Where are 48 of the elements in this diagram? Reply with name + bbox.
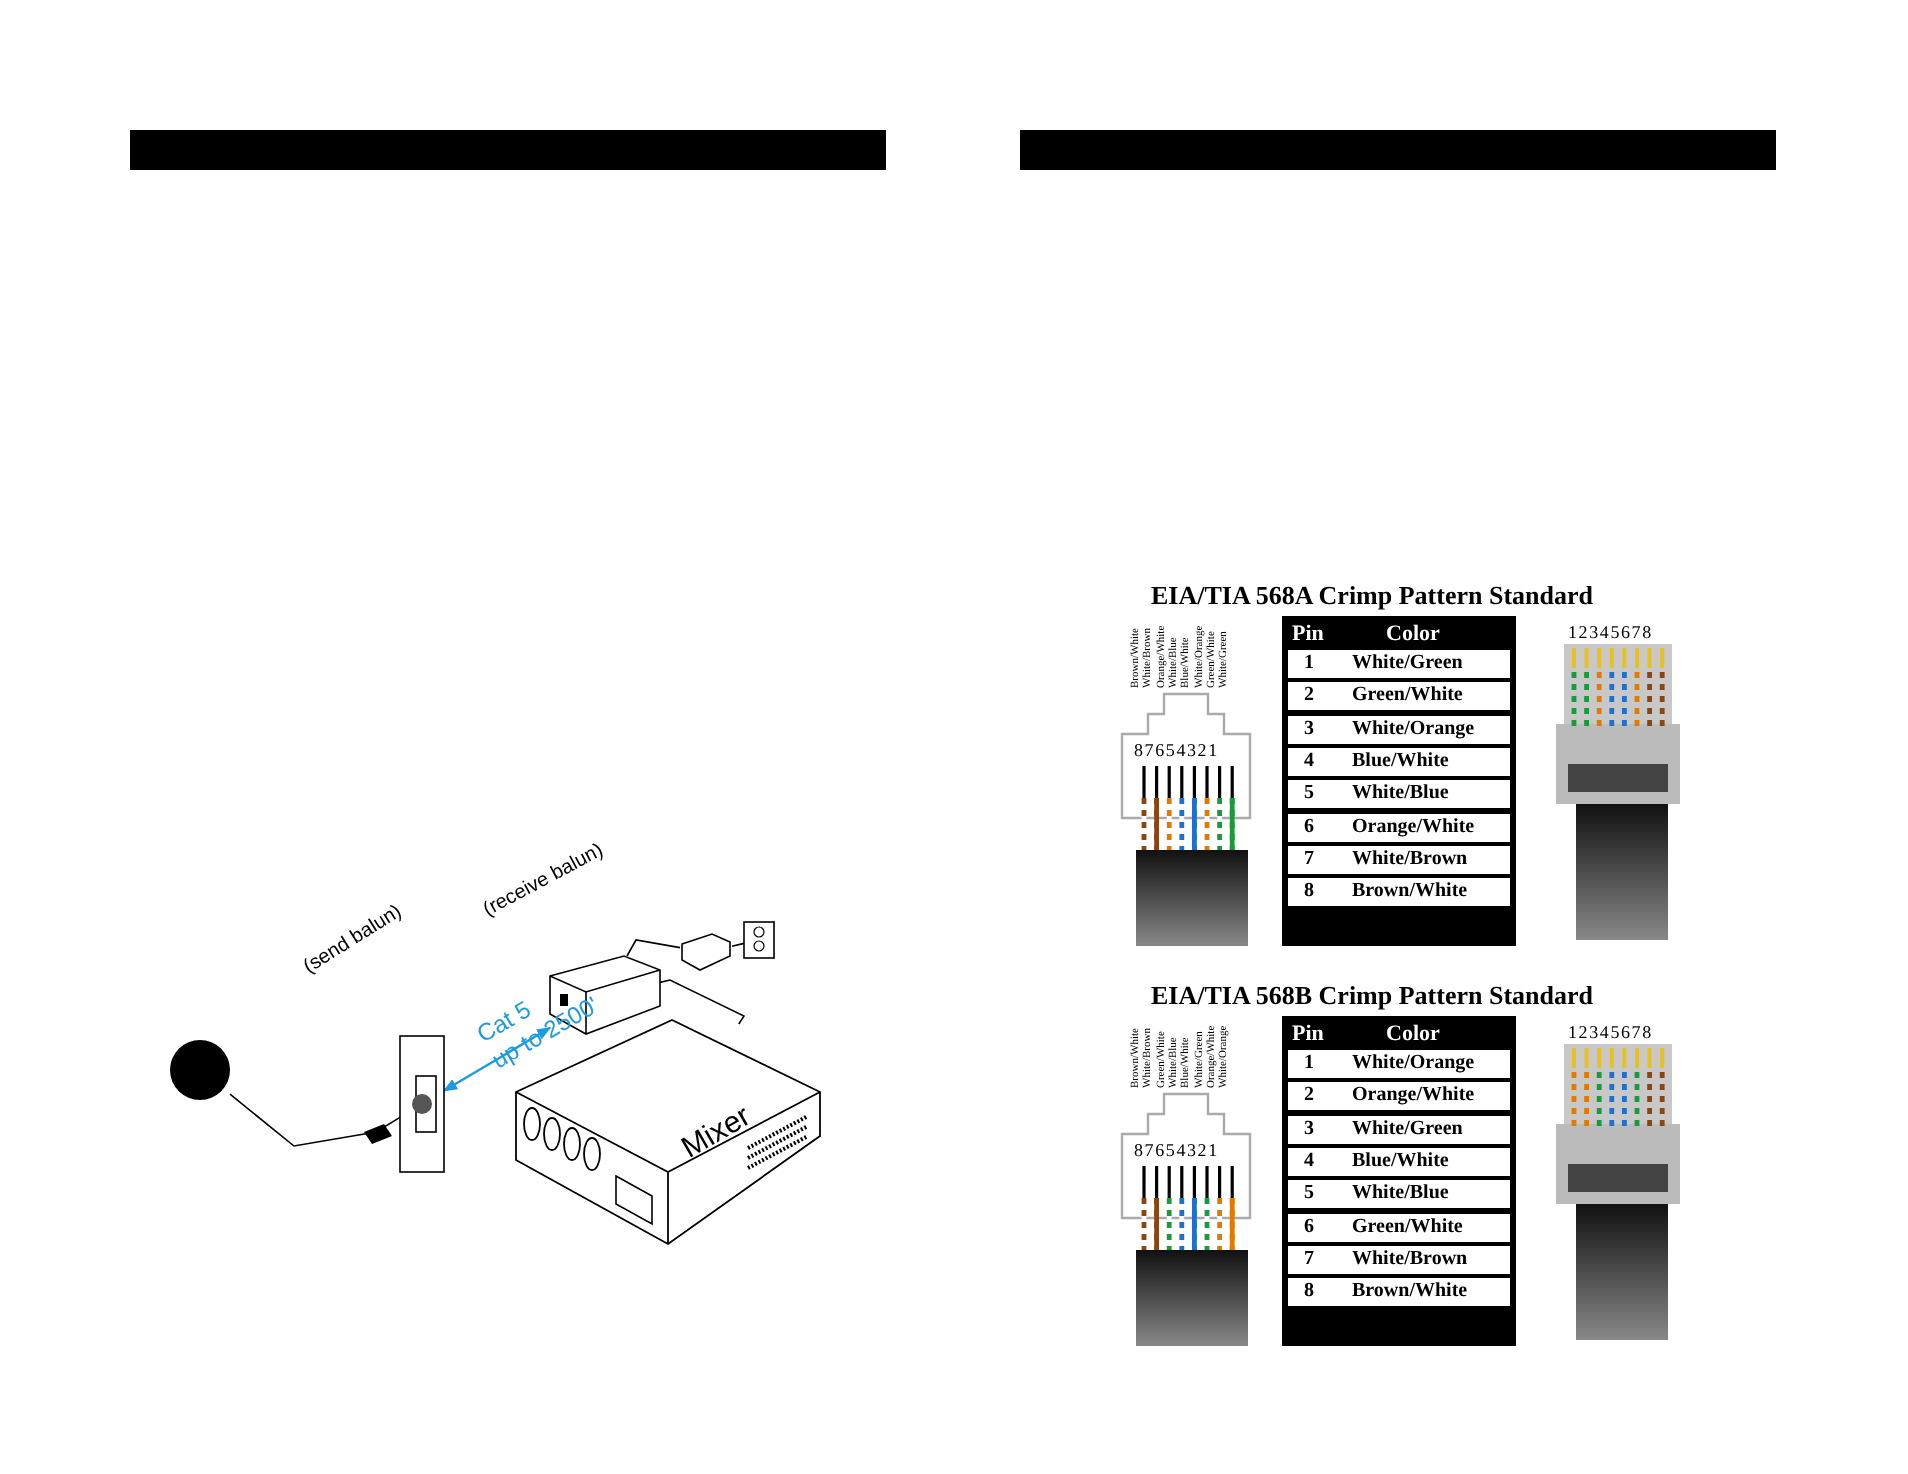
column-header: Pin (1292, 622, 1324, 646)
table-cell: White/Brown (1352, 1247, 1468, 1272)
table-cell: Blue/White (1352, 1149, 1449, 1174)
table-cell: Orange/White (1352, 815, 1475, 839)
table-cell: 3 (1304, 1117, 1314, 1142)
table-cell: Brown/White (1352, 880, 1468, 905)
double-arrow (442, 1026, 552, 1092)
table-cell: White/Blue (1352, 1182, 1449, 1207)
pin-numbers: 12345678 (1568, 622, 1653, 642)
table-cell: 7 (1304, 1247, 1314, 1272)
table-cell: Green/White (1352, 684, 1463, 709)
table-cell: White/Green (1352, 1117, 1463, 1142)
table-cell: White/Brown (1352, 847, 1468, 872)
table-cell: 6 (1304, 1215, 1314, 1239)
table-cell: 5 (1304, 782, 1314, 807)
table-cell: 2 (1304, 684, 1314, 709)
table-cell: 6 (1304, 815, 1314, 839)
cable-line (659, 979, 746, 1025)
table-cell: White/Green (1352, 652, 1463, 676)
table-cell: 3 (1304, 717, 1314, 742)
pin-numbers: 12345678 (1568, 1022, 1653, 1042)
column-header: Color (1386, 622, 1440, 646)
table-cell: 1 (1304, 1052, 1314, 1076)
table-cell: 4 (1304, 749, 1314, 774)
table-cell: 2 (1304, 1084, 1314, 1109)
cable-line (731, 942, 745, 947)
table-cell: 8 (1304, 1280, 1314, 1305)
table-title: EIA/TIA 568A Crimp Pattern Standard (1148, 580, 1596, 612)
pin-numbers: 87654321 (1134, 1140, 1219, 1160)
table-cell: White/Orange (1352, 717, 1475, 742)
device-label: Mixer (676, 1099, 757, 1166)
table-title: EIA/TIA 568B Crimp Pattern Standard (1148, 980, 1596, 1012)
table-cell: 5 (1304, 1182, 1314, 1207)
table-cell: 4 (1304, 1149, 1314, 1174)
column-header: Pin (1292, 1022, 1324, 1046)
table-cell: 8 (1304, 880, 1314, 905)
table-cell: 1 (1304, 652, 1314, 676)
table-cell: Green/White (1352, 1215, 1463, 1239)
column-header: Color (1386, 1022, 1440, 1046)
pin-numbers: 87654321 (1134, 740, 1219, 760)
table-cell: 7 (1304, 847, 1314, 872)
table-cell: Blue/White (1352, 749, 1449, 774)
table-cell: Orange/White (1352, 1084, 1475, 1109)
cable-line (229, 1093, 401, 1147)
cable-line (626, 939, 681, 957)
table-cell: White/Blue (1352, 782, 1449, 807)
table-cell: Brown/White (1352, 1280, 1468, 1305)
table-cell: White/Orange (1352, 1052, 1475, 1076)
